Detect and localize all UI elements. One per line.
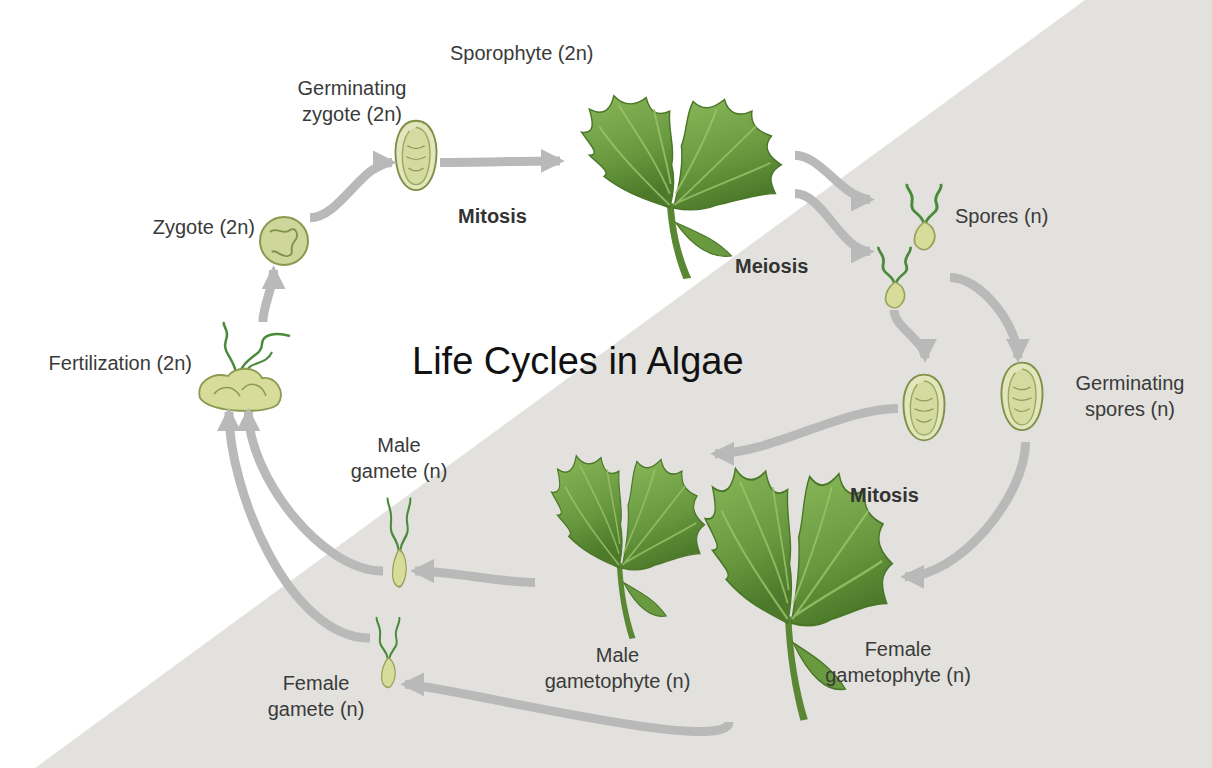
cycle-arrow: [950, 278, 1018, 359]
cycle-arrow: [795, 194, 870, 252]
stage-label: Male gametophyte (n): [540, 642, 695, 694]
cycle-arrow: [415, 571, 535, 582]
stage-node: Zygote (2n): [258, 212, 310, 270]
stage-node: Male gametophyte (n): [535, 448, 715, 640]
stage-node: Fertilization (2n): [195, 322, 292, 412]
process-label: Meiosis: [735, 255, 808, 278]
stage-label: Female gamete (n): [262, 670, 370, 722]
cycle-arrow: [263, 270, 274, 322]
cycle-arrow: [715, 408, 898, 453]
stage-label: Spores (n): [955, 203, 1080, 229]
diagram-title: Life Cycles in Algae: [412, 340, 744, 383]
stage-node: Germinating zygote (2n): [392, 118, 440, 192]
stage-label: Zygote (2n): [108, 214, 255, 240]
stage-label: Fertilization (2n): [8, 350, 192, 376]
stage-node: Female gamete (n): [370, 615, 405, 692]
cycle-arrow: [440, 161, 560, 162]
stage-node: Germinating spores (n): [898, 358, 1048, 442]
stage-node: Sporophyte (2n): [560, 88, 795, 280]
stage-label: Female gametophyte (n): [818, 636, 978, 688]
stage-label: Germinating spores (n): [1060, 370, 1200, 422]
stage-label: Sporophyte (2n): [450, 40, 670, 66]
cycle-arrow: [894, 310, 925, 358]
stage-label: Male gamete (n): [345, 432, 453, 484]
cycle-arrow: [905, 442, 1026, 577]
stage-node: Spores (n): [870, 180, 950, 310]
cycle-arrow: [310, 162, 392, 217]
process-label: Mitosis: [458, 205, 527, 228]
stage-node: Male gamete (n): [383, 495, 415, 590]
cycle-arrow: [229, 412, 370, 638]
stage-label: Germinating zygote (2n): [282, 75, 422, 127]
process-label: Mitosis: [850, 484, 919, 507]
